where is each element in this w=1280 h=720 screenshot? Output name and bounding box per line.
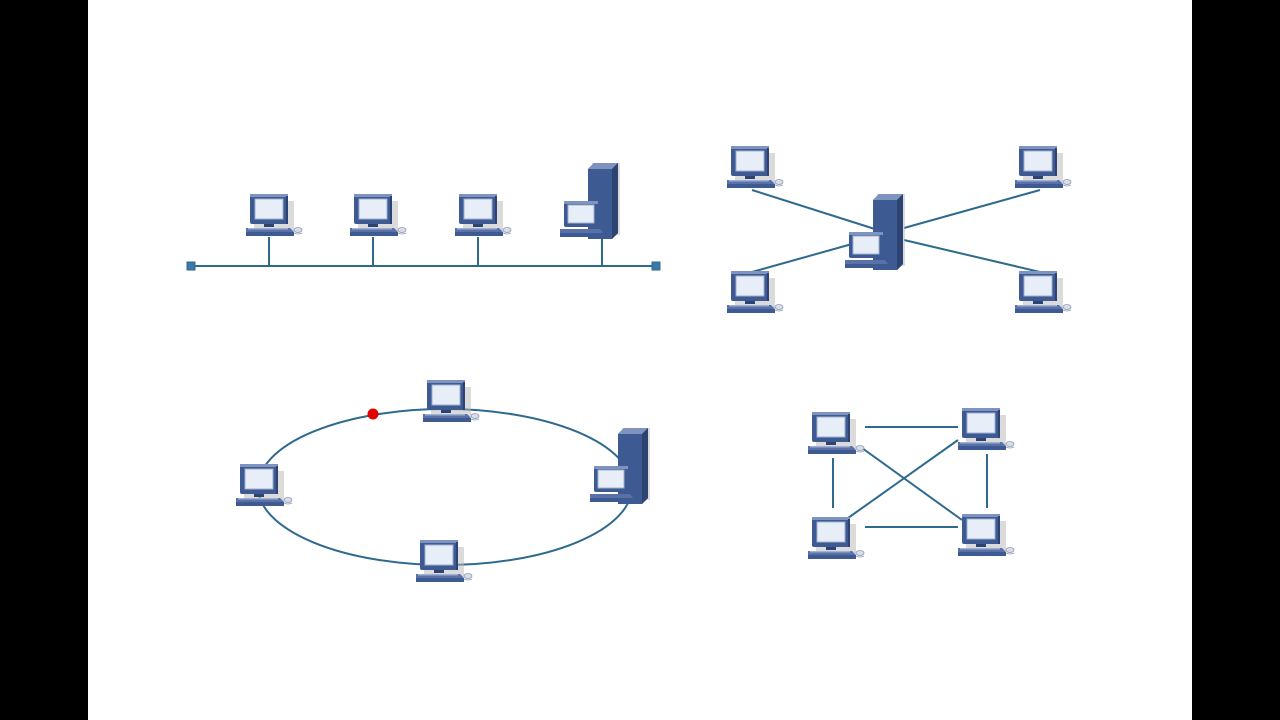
ring-topology — [235, 379, 651, 583]
star-topology — [726, 145, 1072, 314]
mesh-link-diag-2 — [847, 439, 959, 519]
letterbox-right — [1192, 0, 1280, 720]
mesh-workstation-bottom-left-icon — [807, 516, 865, 560]
letterbox-left — [0, 0, 88, 720]
bus-topology — [186, 162, 661, 271]
star-link-bottom-left — [751, 243, 853, 273]
bus-server-icon — [559, 162, 621, 240]
ring-workstation-top-icon — [422, 379, 480, 423]
bus-terminator-right — [651, 261, 661, 271]
star-workstation-bottom-left-icon — [726, 270, 784, 314]
star-link-top-left — [751, 189, 879, 231]
ring-server-icon — [589, 427, 651, 505]
star-workstation-top-left-icon — [726, 145, 784, 189]
ring-workstation-bottom-icon — [415, 539, 473, 583]
mesh-workstation-bottom-right-icon — [957, 513, 1015, 557]
bus-workstation-3-icon — [454, 193, 512, 237]
bus-terminator-left — [186, 261, 196, 271]
mesh-workstation-top-right-icon — [957, 407, 1015, 451]
diagram-canvas — [88, 0, 1192, 720]
ring-workstation-left-icon — [235, 463, 293, 507]
star-workstation-bottom-right-icon — [1014, 270, 1072, 314]
mesh-topology — [807, 407, 1015, 560]
mesh-link-diag-1 — [861, 447, 963, 521]
star-link-top-right — [903, 189, 1041, 229]
ring-token-marker — [367, 408, 379, 420]
star-link-bottom-right — [903, 239, 1041, 273]
star-workstation-top-right-icon — [1014, 145, 1072, 189]
bus-workstation-1-icon — [245, 193, 303, 237]
bus-workstation-2-icon — [349, 193, 407, 237]
mesh-workstation-top-left-icon — [807, 411, 865, 455]
star-server-icon — [844, 193, 906, 271]
